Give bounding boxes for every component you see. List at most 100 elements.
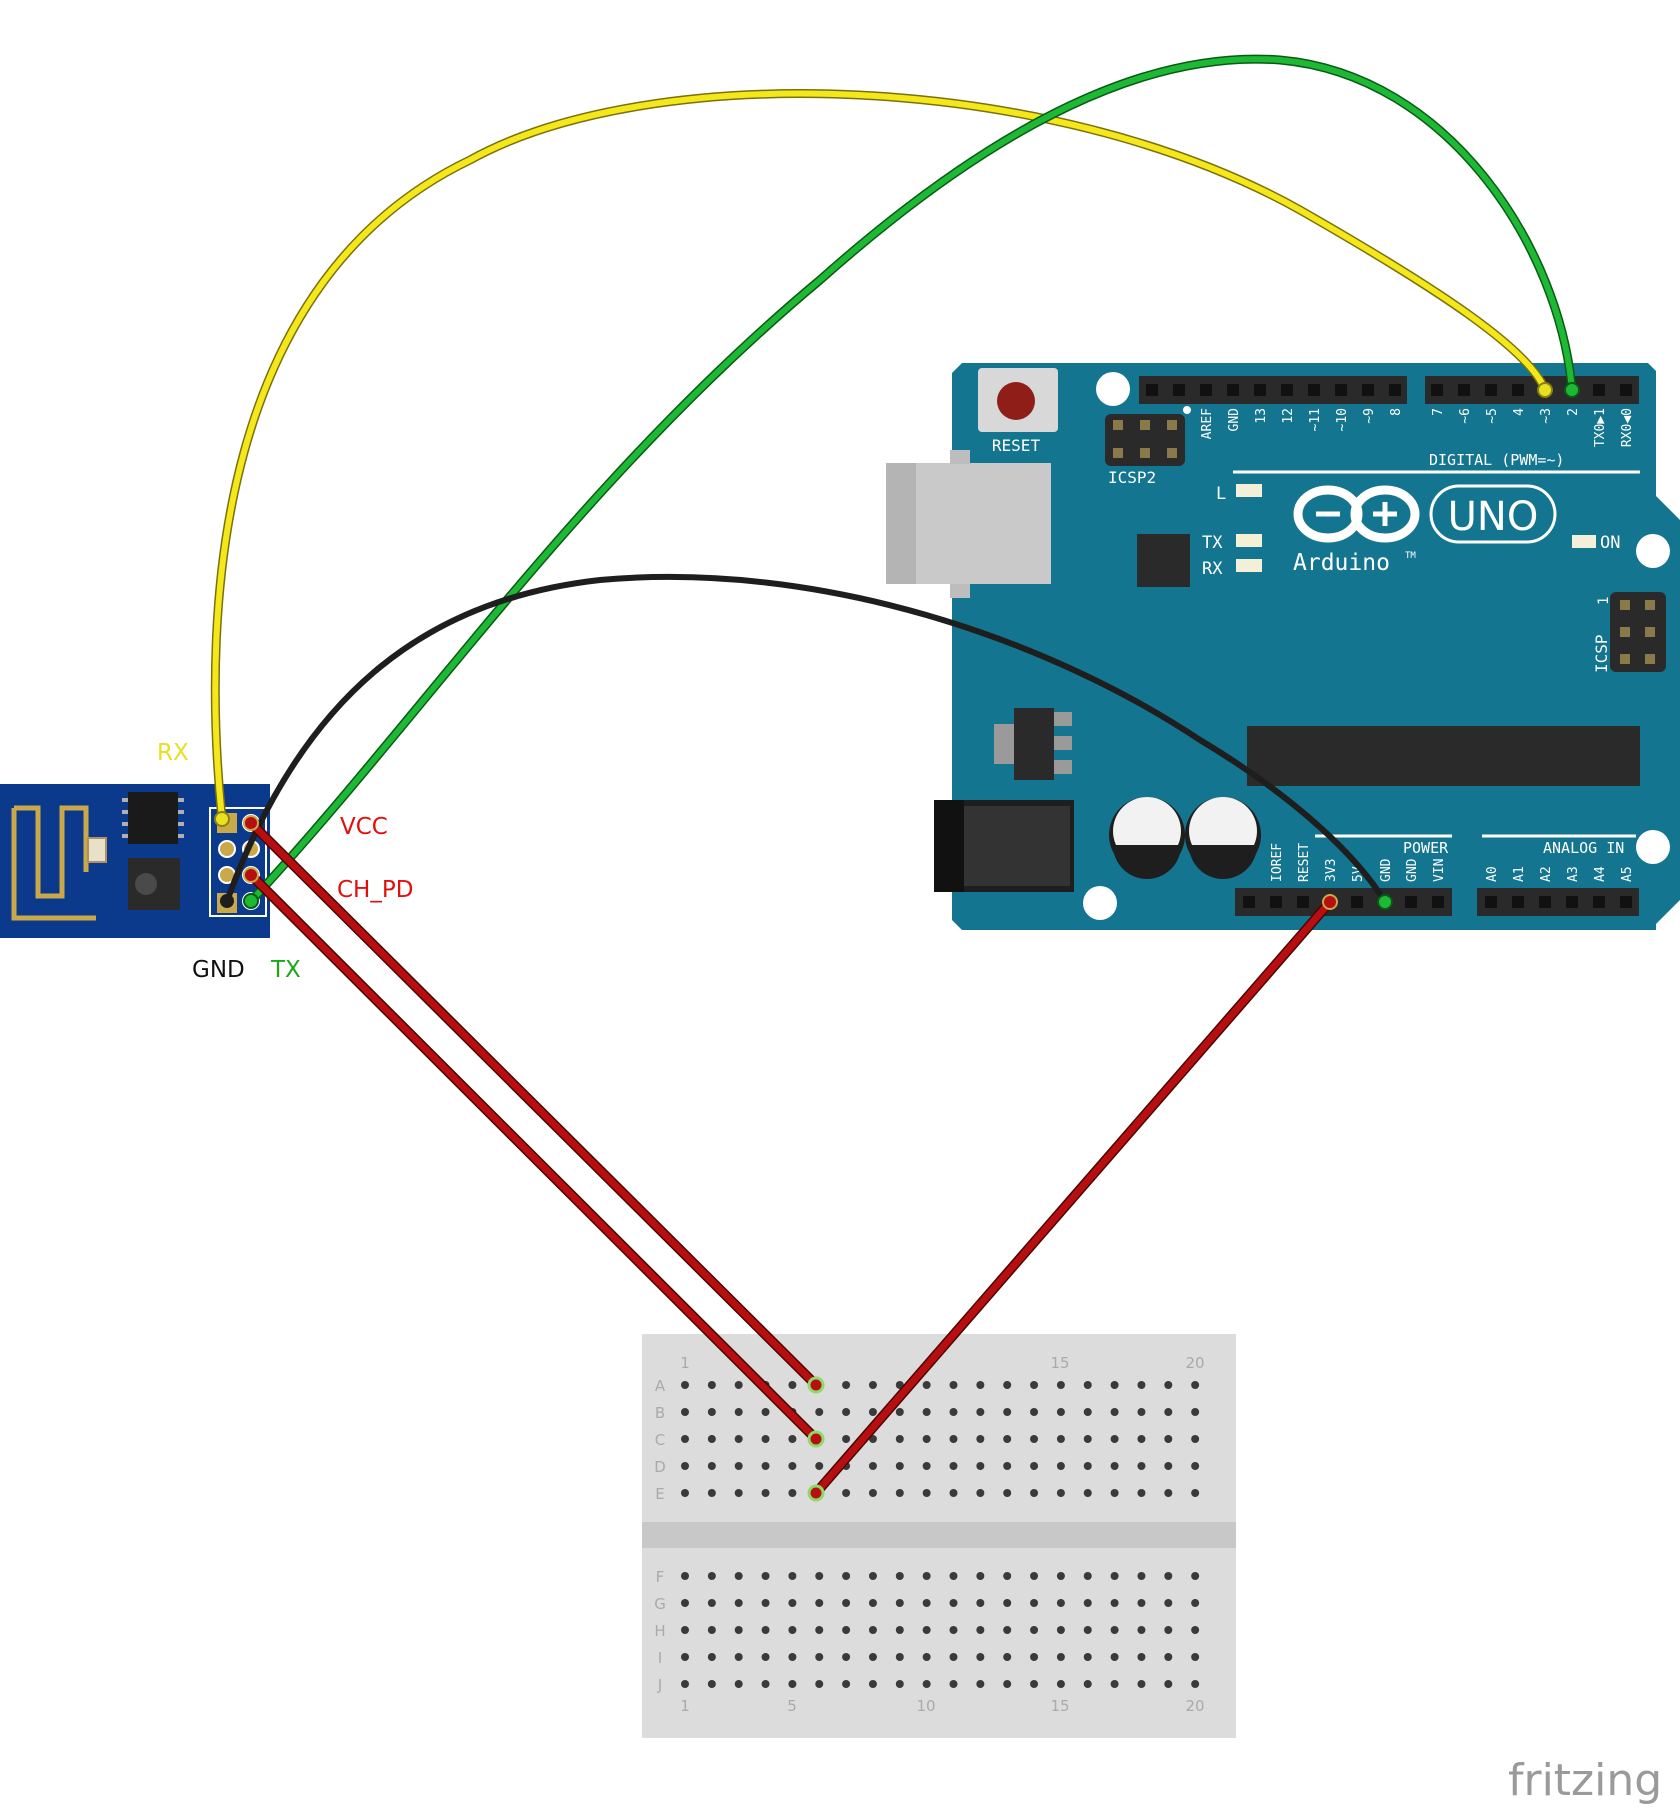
icsp2-label: ICSP2 xyxy=(1108,468,1156,487)
power-pin-label: 3V3 xyxy=(1324,859,1339,882)
bb-hole xyxy=(895,1680,904,1688)
bb-hole xyxy=(976,1680,985,1688)
bb-hole xyxy=(1137,1435,1146,1443)
bb-hole xyxy=(788,1435,797,1443)
bb-hole xyxy=(1056,1435,1065,1443)
digital-pin-label: GND xyxy=(1227,408,1242,432)
bb-hole xyxy=(681,1462,689,1470)
bb-hole xyxy=(1110,1626,1119,1634)
digital-pin-label: ~10 xyxy=(1335,408,1350,431)
bb-hole xyxy=(976,1381,985,1389)
uno-label: UNO xyxy=(1448,494,1539,540)
header-pin-hole xyxy=(1351,896,1363,908)
bb-hole xyxy=(1056,1626,1065,1634)
bb-hole xyxy=(761,1462,770,1470)
esp-label-gnd: GND xyxy=(192,957,245,983)
bb-hole xyxy=(734,1572,743,1580)
bb-hole xyxy=(868,1653,877,1661)
bb-hole xyxy=(1083,1462,1092,1470)
bb-hole xyxy=(868,1572,877,1580)
bb-hole xyxy=(815,1599,824,1607)
esp-label-ch-pd: CH_PD xyxy=(337,877,413,903)
bb-hole xyxy=(1164,1408,1173,1416)
bb-hole xyxy=(1191,1435,1200,1443)
bb-hole xyxy=(922,1489,931,1497)
bb-row-label: B xyxy=(655,1404,665,1422)
bb-hole xyxy=(949,1462,958,1470)
bb-row-label: F xyxy=(656,1568,665,1586)
esp-label-rx: RX xyxy=(157,740,189,766)
header-pin-hole xyxy=(1270,896,1282,908)
led-tx-label: TX xyxy=(1202,533,1223,553)
analog-pin-label: A3 xyxy=(1566,866,1581,882)
icsp-pin1-label: 1 xyxy=(1596,597,1612,605)
bb-hole xyxy=(1056,1381,1065,1389)
bb-hole xyxy=(788,1599,797,1607)
bb-hole xyxy=(976,1408,985,1416)
led-on xyxy=(1572,535,1596,548)
fritzing-watermark: fritzing xyxy=(1508,1755,1662,1806)
digital-pin-label: TX0▶1 xyxy=(1593,408,1608,447)
bb-hole xyxy=(1191,1572,1200,1580)
bb-hole xyxy=(895,1489,904,1497)
digital-pin-label: ~6 xyxy=(1458,408,1473,424)
bb-hole xyxy=(1191,1680,1200,1688)
header-pin-hole xyxy=(1512,896,1524,908)
bb-hole xyxy=(1137,1680,1146,1688)
bb-hole xyxy=(1056,1408,1065,1416)
bb-hole xyxy=(1003,1626,1012,1634)
bb-hole xyxy=(1164,1599,1173,1607)
bb-hole xyxy=(895,1408,904,1416)
bb-hole xyxy=(842,1626,851,1634)
breadboard-center-channel xyxy=(642,1522,1236,1548)
bb-hole xyxy=(1137,1462,1146,1470)
digital-pin-label: RX0◀0 xyxy=(1620,408,1635,447)
bb-hole xyxy=(1083,1408,1092,1416)
bb-hole xyxy=(707,1680,716,1688)
bb-hole xyxy=(1110,1489,1119,1497)
bb-hole xyxy=(895,1626,904,1634)
led-tx xyxy=(1236,534,1262,547)
bb-hole xyxy=(922,1572,931,1580)
digital-pin-label: 8 xyxy=(1389,408,1404,416)
bb-col-label-top-20: 20 xyxy=(1185,1354,1204,1372)
bb-hole xyxy=(949,1653,958,1661)
digital-pin-label: ~11 xyxy=(1308,408,1323,431)
bb-hole xyxy=(922,1680,931,1688)
bb-hole xyxy=(707,1381,716,1389)
digital-pin-label: AREF xyxy=(1200,408,1215,439)
bb-hole xyxy=(1164,1381,1173,1389)
bb-hole xyxy=(976,1435,985,1443)
digital-pin-hole xyxy=(1620,384,1632,396)
bb-hole xyxy=(681,1489,689,1497)
bb-hole xyxy=(734,1626,743,1634)
reset-button[interactable] xyxy=(978,368,1058,432)
esp-label-tx: TX xyxy=(270,957,301,983)
bb-hole xyxy=(1003,1653,1012,1661)
bb-col-label-bottom-20: 20 xyxy=(1185,1697,1204,1715)
on-label: ON xyxy=(1600,533,1620,553)
bb-hole xyxy=(1030,1489,1039,1497)
bb-hole xyxy=(842,1680,851,1688)
esp8266-module xyxy=(0,784,270,938)
bb-hole xyxy=(895,1572,904,1580)
digital-pin-hole xyxy=(1362,384,1374,396)
arduino-brand: Arduino xyxy=(1293,550,1390,576)
bb-hole xyxy=(1137,1653,1146,1661)
esp-led xyxy=(87,837,107,863)
wires xyxy=(210,54,1577,1498)
bb-hole xyxy=(1083,1435,1092,1443)
bb-hole xyxy=(761,1572,770,1580)
power-pin-holes xyxy=(1243,896,1632,908)
power-header xyxy=(1235,888,1452,916)
bb-hole xyxy=(1110,1599,1119,1607)
header-pin-hole xyxy=(1405,896,1417,908)
bb-hole xyxy=(1110,1680,1119,1688)
analog-in-label: ANALOG IN xyxy=(1543,839,1624,857)
usb-ic xyxy=(1137,534,1190,587)
bb-hole xyxy=(681,1653,689,1661)
bb-col-label-bottom-10: 10 xyxy=(916,1697,935,1715)
bb-hole xyxy=(895,1653,904,1661)
